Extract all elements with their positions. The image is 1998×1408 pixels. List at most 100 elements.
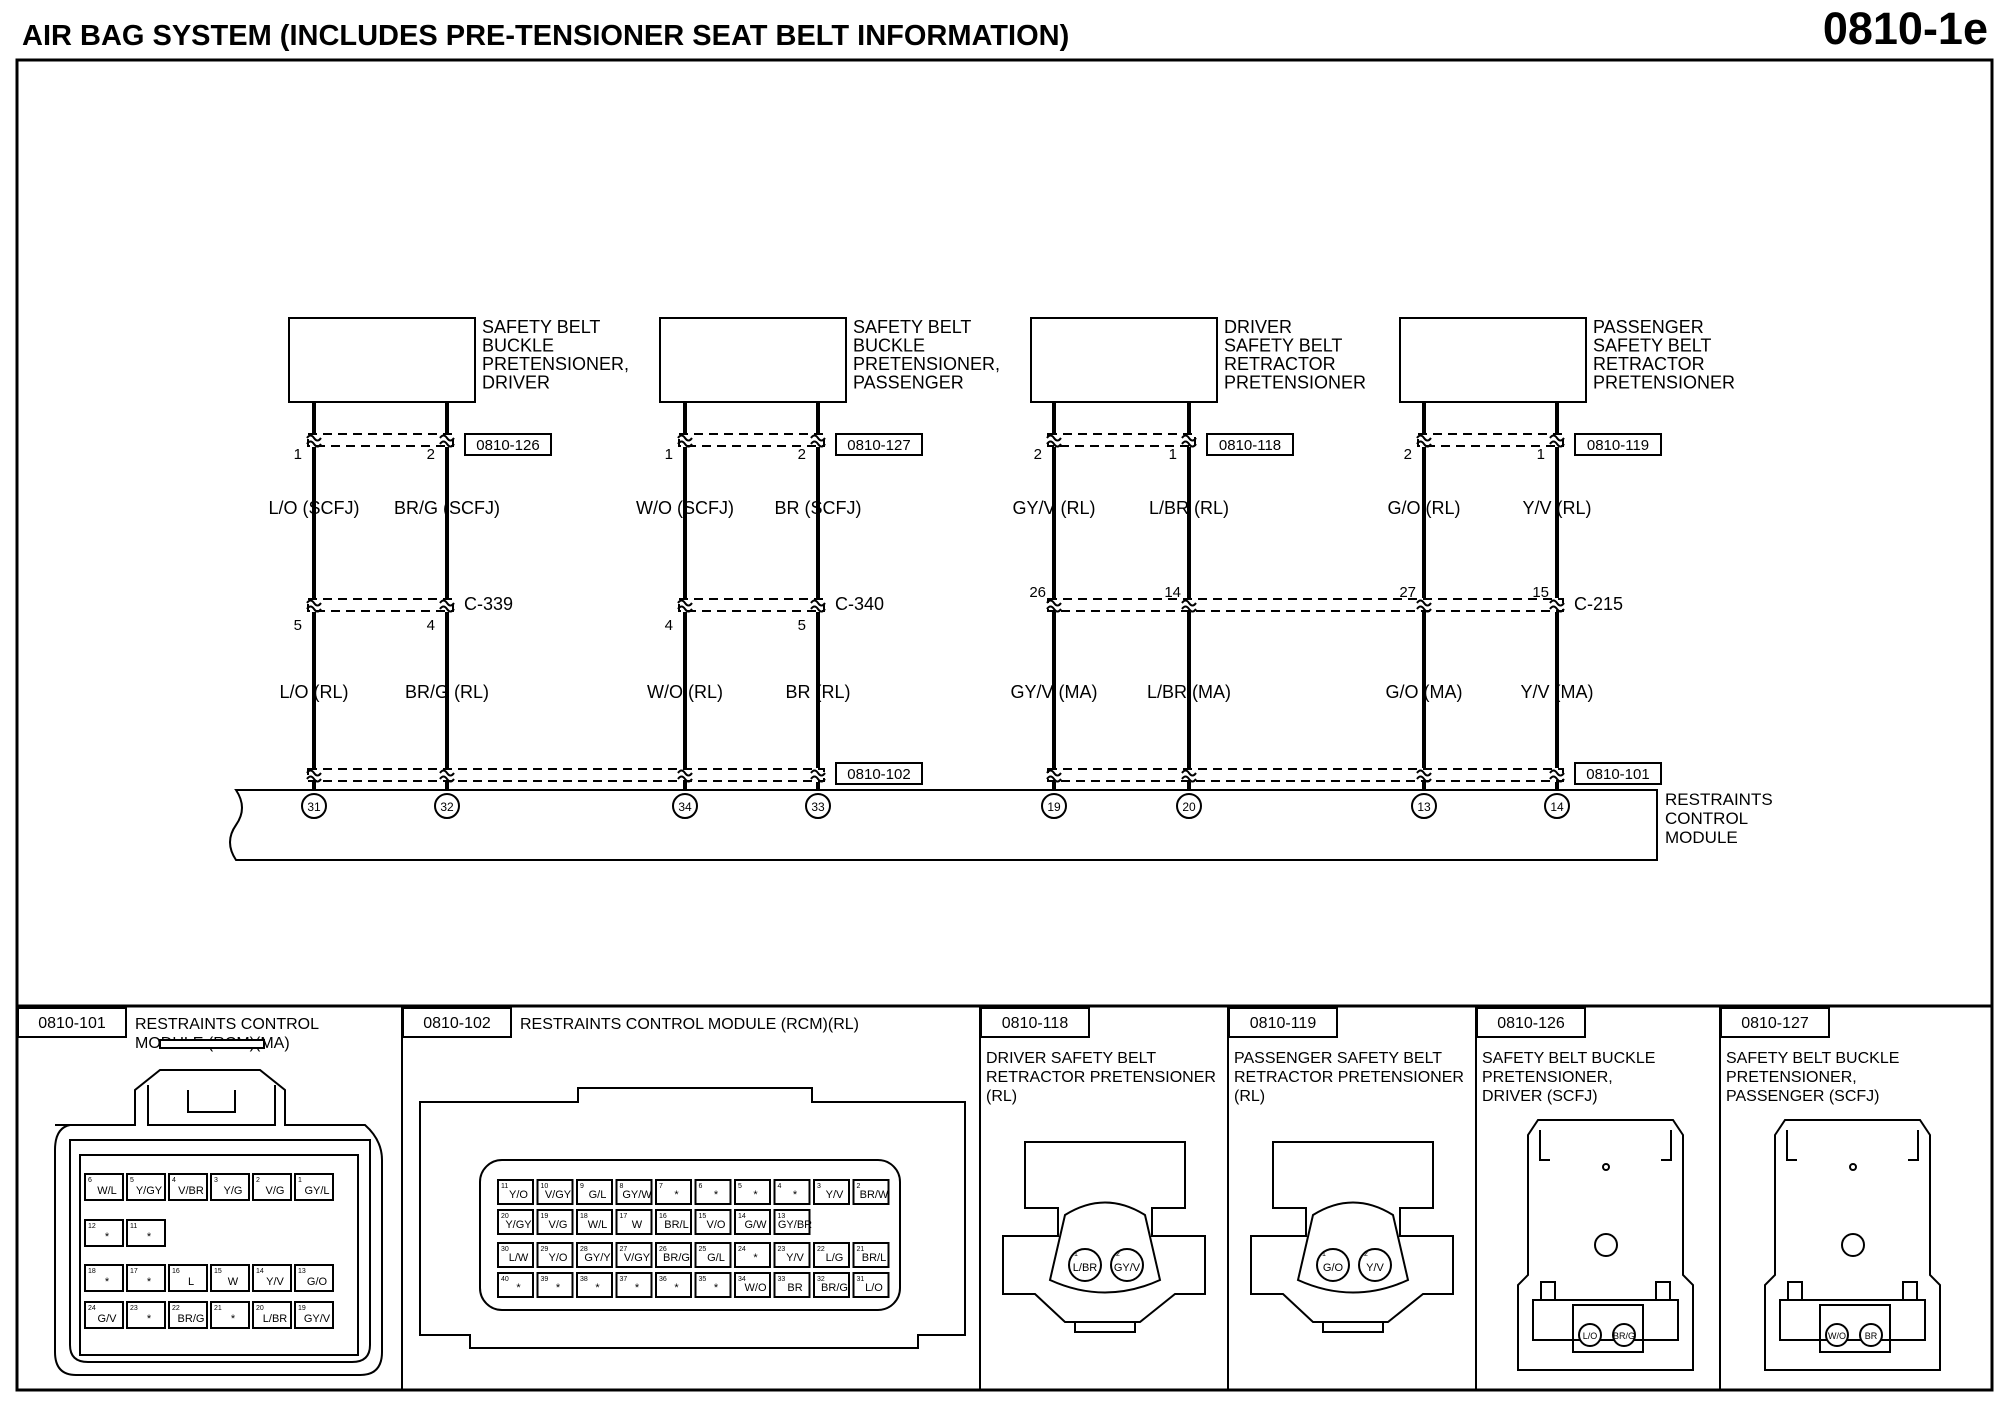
cavity-wire: G/L (707, 1252, 725, 1264)
cavity-number: 37 (620, 1276, 628, 1283)
cavity-wire: * (714, 1282, 719, 1294)
cavity-wire: * (674, 1189, 679, 1201)
connector-cavity (615, 1272, 653, 1298)
component-label: SAFETY BELT (853, 317, 971, 337)
connector-shell (1002, 1141, 1206, 1323)
cavity-number: 19 (541, 1213, 549, 1220)
cavity-wire: * (714, 1189, 719, 1201)
wire-color-lower: L/BR (MA) (1147, 682, 1231, 702)
connector-break-mark (1181, 434, 1197, 448)
view-title: DRIVER SAFETY BELT (986, 1050, 1156, 1067)
wire-color-upper: GY/V (RL) (1012, 498, 1095, 518)
connector-cavity (210, 1264, 250, 1292)
cavity-number: 27 (620, 1246, 628, 1253)
component-label: SAFETY BELT (1224, 336, 1342, 356)
cavity-number: 31 (857, 1276, 865, 1283)
cavity-wire: G/V (98, 1313, 118, 1325)
connector-pin-circle (1068, 1248, 1102, 1282)
pin-wire: GY/V (1114, 1262, 1141, 1274)
connector-cavity (852, 1242, 890, 1268)
wire-color-lower: W/O (RL) (647, 682, 723, 702)
connector-cavity (615, 1179, 653, 1205)
wire-color-upper: BR (SCFJ) (775, 498, 862, 518)
cavity-number: 20 (256, 1305, 264, 1312)
view-id-box (17, 1007, 127, 1038)
component-label: PASSENGER (853, 373, 964, 393)
wire-color-lower: L/O (RL) (279, 682, 348, 702)
connector-outline (1047, 433, 1196, 447)
cavity-wire: Y/O (509, 1189, 528, 1201)
rcm-pin: 34 (678, 800, 692, 814)
connector-clip (1902, 1281, 1918, 1301)
rcm-pin-circle (1041, 793, 1067, 819)
cavity-number: 39 (541, 1276, 549, 1283)
connector-shell (419, 1087, 966, 1349)
connector-outline (1047, 768, 1564, 782)
cavity-number: 3 (214, 1177, 218, 1184)
rcm-pin: 31 (307, 800, 321, 814)
connector-inner (69, 1139, 371, 1363)
rcm-pin-circle (1411, 793, 1437, 819)
connector-cavity (126, 1219, 166, 1247)
rcm-pin-circle (301, 793, 327, 819)
cavity-number: 40 (501, 1276, 509, 1283)
connector-ref: 0810-101 (1586, 766, 1649, 783)
cavity-number: 21 (214, 1305, 222, 1312)
connector-cavity (536, 1272, 574, 1298)
cavity-number: 12 (88, 1223, 96, 1230)
connector-cavity (576, 1209, 613, 1235)
rcm-pin-circle (1544, 793, 1570, 819)
connector-cavity (84, 1264, 124, 1292)
cavity-number: 6 (699, 1183, 703, 1190)
cavity-wire: * (674, 1282, 679, 1294)
component-box (288, 317, 476, 403)
wire-color-lower: G/O (MA) (1386, 682, 1463, 702)
connector-cavity (576, 1179, 613, 1205)
connector-outline (678, 598, 825, 612)
connector-cavity (126, 1301, 166, 1329)
mid-pin: 26 (1029, 584, 1046, 601)
connector-cavity (773, 1242, 811, 1268)
cavity-number: 24 (738, 1246, 746, 1253)
cavity-number: 6 (88, 1177, 92, 1184)
mid-pin: 5 (294, 617, 302, 634)
module-body (229, 789, 1658, 861)
view-title: SAFETY BELT BUCKLE (1482, 1050, 1655, 1067)
connector-outline (678, 433, 825, 447)
cavity-number: 16 (172, 1268, 180, 1275)
cavity-number: 15 (214, 1268, 222, 1275)
view-id: 0810-119 (1250, 1015, 1317, 1032)
wire-color-lower: Y/V (MA) (1520, 682, 1593, 702)
connector-cavity (813, 1272, 850, 1298)
mid-pin: 27 (1399, 584, 1416, 601)
pin-wire: L/O (1583, 1331, 1598, 1341)
connector-break-mark (1046, 769, 1062, 783)
cavity-number: 9 (580, 1183, 584, 1190)
cavity-field (79, 1154, 359, 1356)
connector-ref: 0810-126 (476, 437, 539, 454)
rcm-pin-circle (1176, 793, 1202, 819)
connector-cavity (773, 1272, 811, 1298)
connector-cavity (734, 1242, 771, 1268)
connector-cavity (497, 1209, 534, 1235)
connector-cavity (210, 1301, 250, 1329)
component-box (659, 317, 847, 403)
cavity-number: 36 (659, 1276, 667, 1283)
connector-housing (1779, 1299, 1926, 1341)
inline-connector-label: C-215 (1574, 594, 1623, 614)
view-id: 0810-101 (38, 1015, 106, 1032)
rcm-pin: 32 (440, 800, 454, 814)
connector-pin-circle (1612, 1323, 1636, 1347)
connector-cavity (168, 1301, 208, 1329)
connector-ref: 0810-102 (847, 766, 910, 783)
cavity-number: 14 (256, 1268, 264, 1275)
rcm-pin: 19 (1047, 800, 1061, 814)
cavity-number: 16 (659, 1213, 667, 1220)
mid-pin: 15 (1532, 584, 1549, 601)
connector-cavity (84, 1219, 124, 1247)
cavity-wire: BR/G (663, 1252, 690, 1264)
diagram-title: AIR BAG SYSTEM (INCLUDES PRE-TENSIONER S… (22, 20, 1069, 52)
rcm-pin: 14 (1550, 800, 1564, 814)
